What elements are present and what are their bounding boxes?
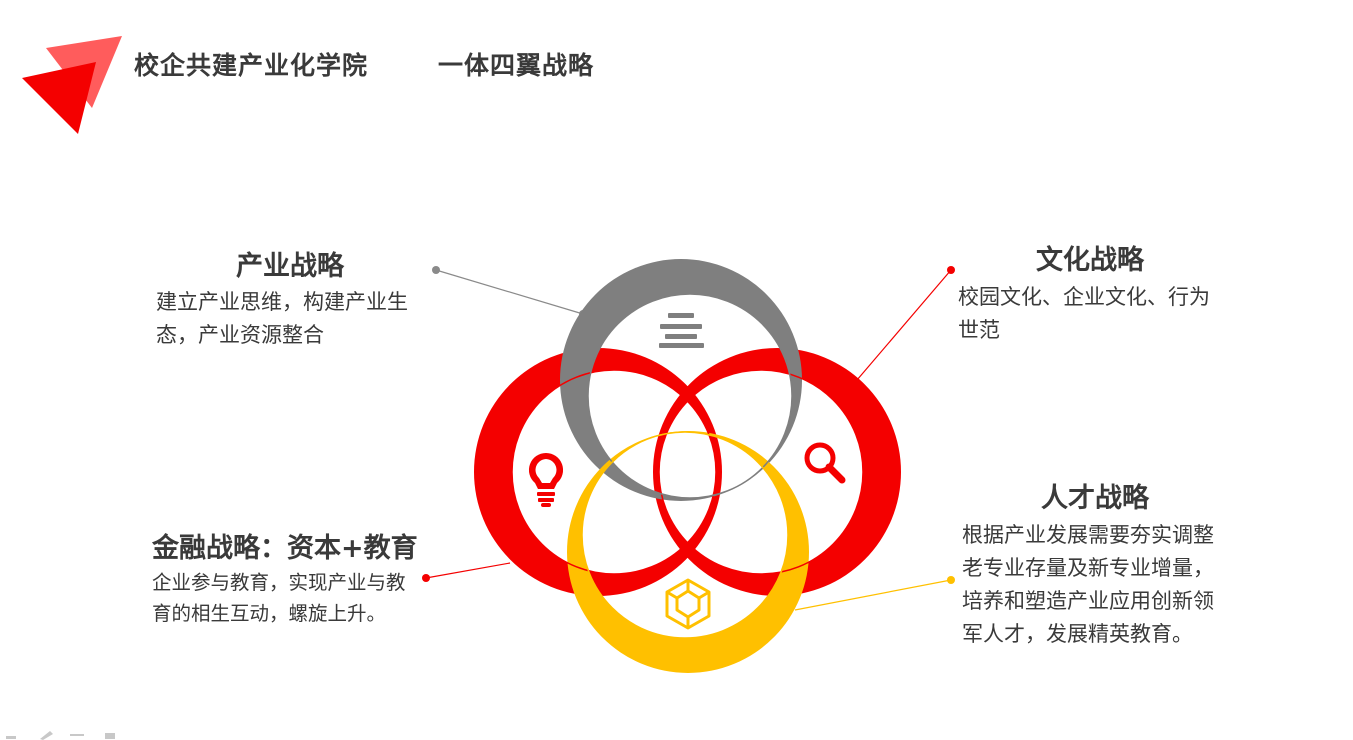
talent-text-line: 根据产业发展需要夯实调整 <box>962 523 1214 547</box>
talent-strategy-title: 人才战略 <box>1041 483 1149 514</box>
industry-text-line: 态，产业资源整合 <box>156 323 324 347</box>
talent-text-line: 老专业存量及新专业增量， <box>962 556 1214 580</box>
finance-strategy-text: 企业参与教育，实现产业与教 育的相生互动，螺旋上升。 <box>152 567 406 629</box>
paper-plane-logo-icon <box>22 36 122 134</box>
header-title-left: 校企共建产业化学院 <box>134 51 369 80</box>
top-gray-crescent <box>560 259 802 501</box>
culture-strategy-text: 校园文化、企业文化、行为 世范 <box>958 281 1210 347</box>
talent-text-line: 培养和塑造产业应用创新领 <box>962 589 1214 613</box>
talent-strategy-text: 根据产业发展需要夯实调整 老专业存量及新专业增量， 培养和塑造产业应用创新领 军… <box>962 519 1214 651</box>
pen-icon <box>40 731 53 740</box>
next-slide-icon <box>105 733 115 739</box>
industry-text-line: 建立产业思维，构建产业生 <box>156 290 408 314</box>
talent-connector-line <box>794 579 952 611</box>
magnifier-icon <box>804 442 846 484</box>
culture-text-line: 校园文化、企业文化、行为 <box>958 285 1210 309</box>
talent-connector-dot <box>947 576 955 584</box>
finance-connector-dot <box>422 574 430 582</box>
slideshow-toolbar-icons[interactable] <box>0 728 130 740</box>
finance-strategy-title: 金融战略：资本+教育 <box>152 533 418 564</box>
culture-connector-dot <box>947 266 955 274</box>
culture-connector-line <box>856 269 952 381</box>
culture-strategy-title: 文化战略 <box>1036 245 1144 276</box>
menu-icon <box>70 734 84 736</box>
finance-text-line: 育的相生互动，螺旋上升。 <box>152 602 387 625</box>
finance-connector-line <box>425 562 511 579</box>
industry-connector-line <box>435 269 584 315</box>
stack-lines-icon <box>659 313 704 348</box>
industry-strategy-title: 产业战略 <box>236 251 344 282</box>
industry-connector-dot <box>432 266 440 274</box>
industry-strategy-text: 建立产业思维，构建产业生 态，产业资源整合 <box>156 286 408 352</box>
header-title-right: 一体四翼战略 <box>438 51 595 80</box>
talent-text-line: 军人才，发展精英教育。 <box>962 622 1193 646</box>
culture-text-line: 世范 <box>958 318 1000 342</box>
cube-frame-icon <box>665 578 711 630</box>
lightbulb-icon <box>528 452 564 507</box>
prev-slide-icon <box>6 736 16 739</box>
finance-text-line: 企业参与教育，实现产业与教 <box>152 571 406 594</box>
